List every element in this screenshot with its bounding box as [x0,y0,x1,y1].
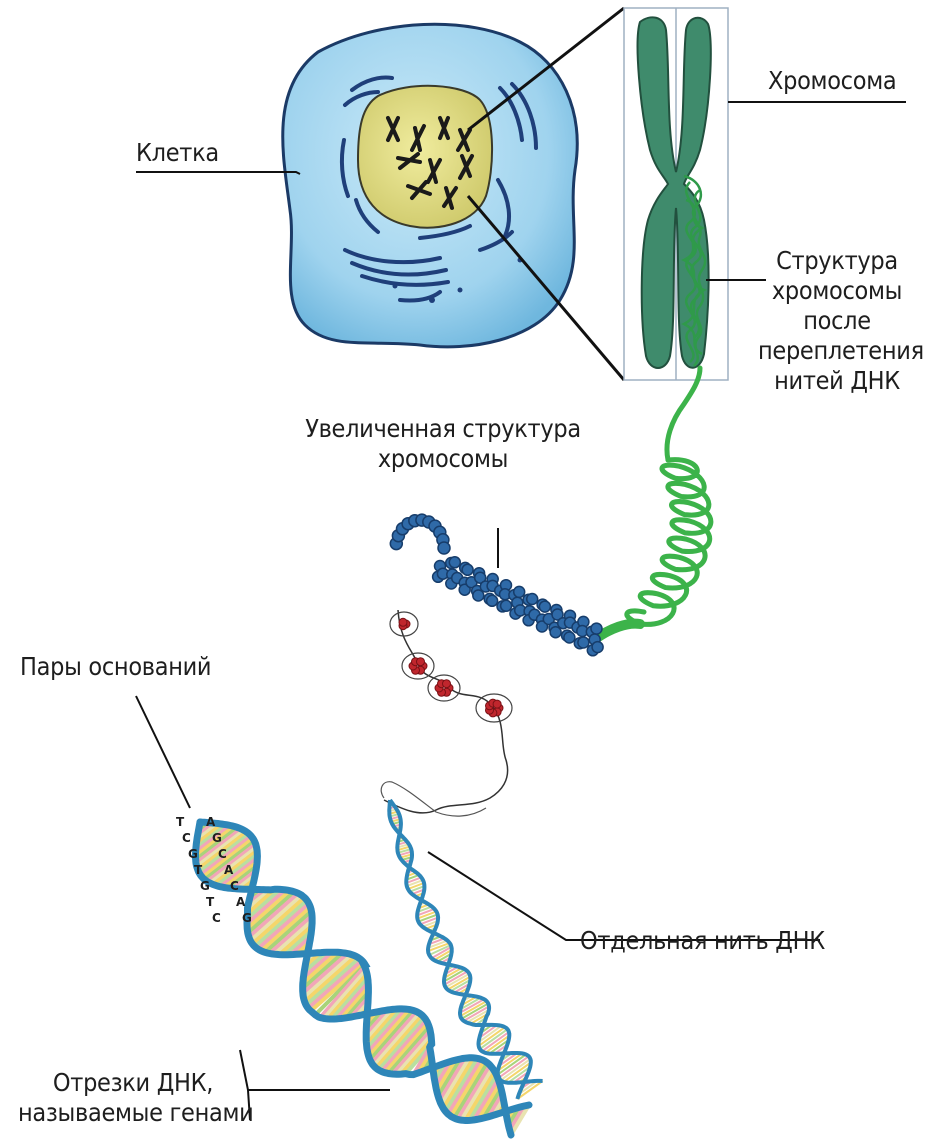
green-coil [627,460,711,625]
coil-bead [462,564,473,575]
label-chromosome-structure-line-3: после [758,306,916,336]
cell [283,24,577,347]
label-dna-segments: Отрезки ДНК, называемые генами [18,1068,248,1128]
base-letter-right: A [224,863,234,877]
base-letter-left: C [182,831,191,845]
coil-bead [550,627,561,638]
label-enlarged-structure-line-2: хромосомы [300,444,586,474]
coil-bead [438,542,450,554]
label-chromosome-structure-line-1: Структура [758,246,916,276]
green-coil-path [627,460,711,625]
nucleosome-string [384,610,512,813]
label-dna-segments-line-1: Отрезки ДНК, [18,1068,248,1098]
label-chromosome-structure-line-5: нитей ДНК [758,366,916,396]
solenoid-coil [390,514,603,656]
coil-bead [592,642,603,653]
label-dna-segments-line-2: называемые генами [18,1098,248,1128]
coil-bead [527,594,538,605]
coil-bead [578,637,589,648]
coil-bead [473,590,484,601]
chromatin-fiber [594,368,711,640]
base-letter-right: C [230,879,239,893]
label-chromosome-structure: Структура хромосомы после переплетения н… [758,246,916,396]
coil-bead [514,586,525,597]
histones [399,618,503,717]
coil-bead [449,557,460,568]
label-base-pairs: Пары оснований [20,652,211,682]
coil-bead [501,600,512,611]
blue-coil-beads [390,514,603,656]
coil-bead [487,595,498,606]
base-letter-right: A [206,815,216,829]
base-letter-left: G [200,879,210,893]
coil-bead [591,623,602,634]
label-single-strand: Отдельная нить ДНК [580,926,825,956]
base-letter-right: C [218,847,227,861]
coil-bead [564,632,575,643]
label-chromosome-structure-line-2: хромосомы [758,276,916,306]
base-letter-left: T [194,863,203,877]
histone [443,680,451,688]
base-letter-right: G [212,831,222,845]
base-letter-left: G [188,847,198,861]
histone [493,700,501,708]
label-enlarged-structure-line-1: Увеличенная структура [300,414,586,444]
label-cell: Клетка [136,138,219,168]
base-letter-left: T [206,895,215,909]
coil-bead [539,601,550,612]
label-chromosome-structure-line-4: переплетения [758,336,916,366]
base-letter-left: T [176,815,185,829]
label-chromosome: Хромосома [768,66,896,96]
histone [417,658,425,666]
label-enlarged-structure: Увеличенная структура хромосомы [300,414,586,474]
base-letter-right: G [242,911,252,925]
base-letter-left: C [212,911,221,925]
chromosome-panel [624,8,728,380]
base-letter-right: A [236,895,246,909]
histone [399,618,407,626]
